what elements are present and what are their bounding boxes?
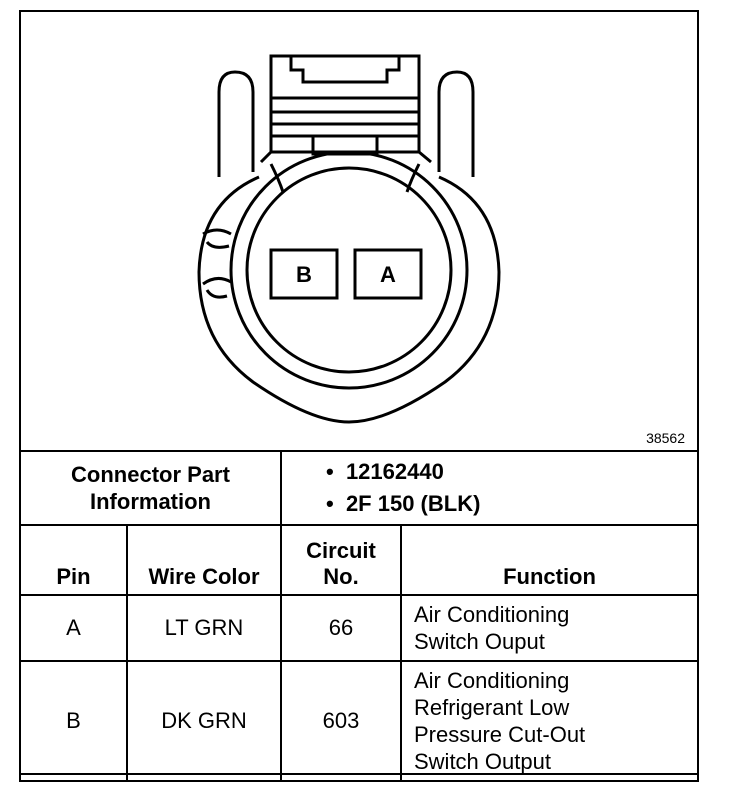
left-latch — [217, 70, 255, 177]
figure-id: 38562 — [646, 430, 685, 446]
connector-info-label: Connector Part Information — [19, 450, 282, 526]
wire-color-cell: LT GRN — [126, 594, 282, 662]
header-pin: Pin — [19, 524, 128, 596]
connector-figure: B A 38562 Connector Part Information • 1… — [19, 10, 699, 782]
circuit-cell: 66 — [280, 594, 402, 662]
pin-cell: A — [19, 594, 128, 662]
inner-face — [229, 150, 469, 390]
cavity-a-label: A — [380, 262, 396, 287]
function-cell: Air Conditioning Refrigerant Low Pressur… — [400, 660, 699, 782]
table-header-row: Pin Wire Color Circuit No. Function — [19, 524, 699, 596]
connector-info-values: • 12162440 • 2F 150 (BLK) — [280, 450, 699, 526]
header-wire-color: Wire Color — [126, 524, 282, 596]
wire-color-cell: DK GRN — [126, 660, 282, 782]
part-number: • 12162440 — [326, 459, 444, 484]
function-cell: Air Conditioning Switch Ouput — [400, 594, 699, 662]
pin-cell: B — [19, 660, 128, 782]
cavity-b-label: B — [296, 262, 312, 287]
connector-diagram: B A — [197, 54, 501, 424]
connector-info-label-line1: Connector Part — [71, 462, 230, 487]
outer-housing — [197, 175, 501, 424]
circuit-cell: 603 — [280, 660, 402, 782]
right-latch — [437, 70, 475, 177]
table-row: A LT GRN 66 Air Conditioning Switch Oupu… — [19, 594, 699, 662]
cavity-b — [269, 248, 339, 300]
connector-info-row: Connector Part Information • 12162440 • … — [19, 450, 699, 526]
header-circuit: Circuit No. — [280, 524, 402, 596]
connector-code: • 2F 150 (BLK) — [326, 491, 481, 516]
table-row: B DK GRN 603 Air Conditioning Refrigeran… — [19, 660, 699, 782]
connector-table: Connector Part Information • 12162440 • … — [19, 450, 699, 782]
connector-info-label-line2: Information — [90, 489, 211, 514]
lock-tab — [269, 54, 421, 152]
header-function: Function — [400, 524, 699, 596]
cavity-a — [353, 248, 423, 300]
